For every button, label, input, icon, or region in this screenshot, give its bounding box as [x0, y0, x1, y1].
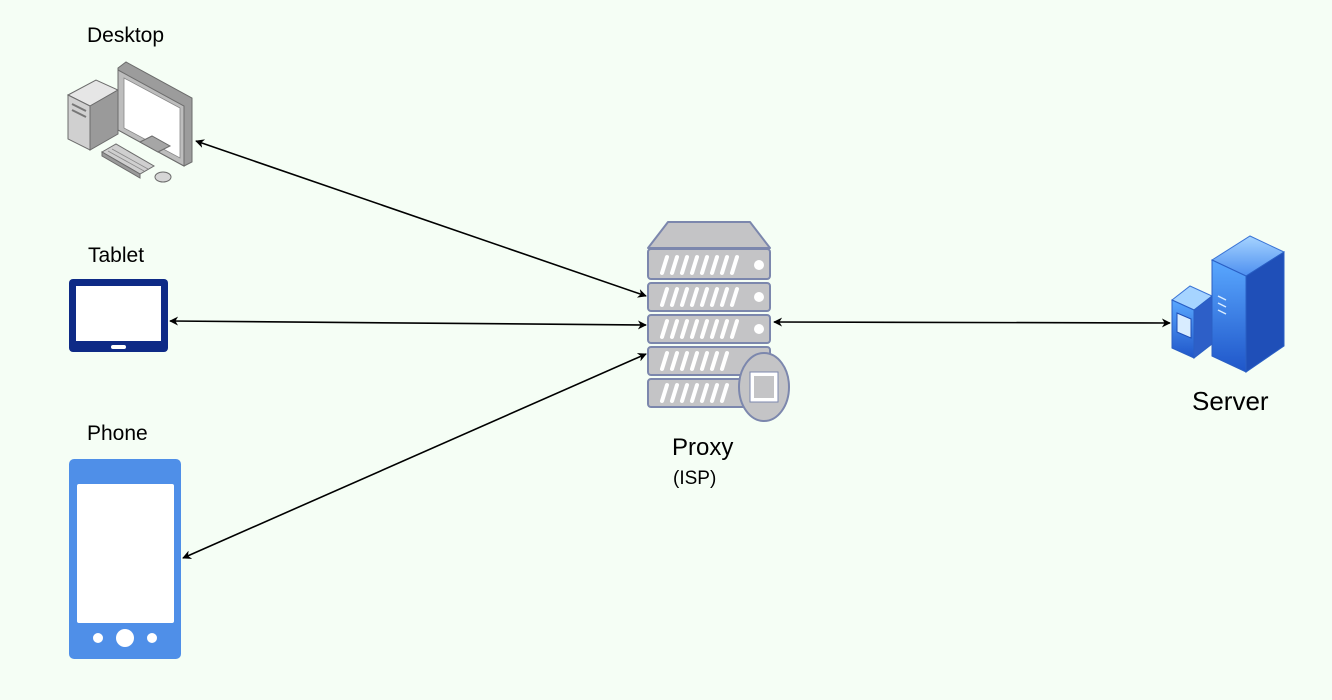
server-label: Server	[1192, 386, 1269, 416]
connector-desktop-proxy	[195, 139, 647, 298]
server-icon	[1171, 235, 1286, 373]
tablet-icon	[69, 279, 168, 352]
desktop-label: Desktop	[87, 24, 165, 47]
connector-phone-proxy	[182, 353, 647, 559]
proxy-server-rack-icon	[647, 221, 790, 422]
connector-proxy-server	[773, 317, 1171, 328]
tablet-label: Tablet	[88, 244, 145, 267]
connector-tablet-proxy	[169, 316, 647, 330]
proxy-label: Proxy	[672, 434, 734, 461]
desktop-computer-icon	[66, 61, 193, 183]
connectors	[169, 139, 1171, 559]
mobile-phone-icon	[69, 459, 181, 659]
phone-label: Phone	[87, 422, 148, 445]
proxy-sublabel: (ISP)	[673, 468, 717, 489]
